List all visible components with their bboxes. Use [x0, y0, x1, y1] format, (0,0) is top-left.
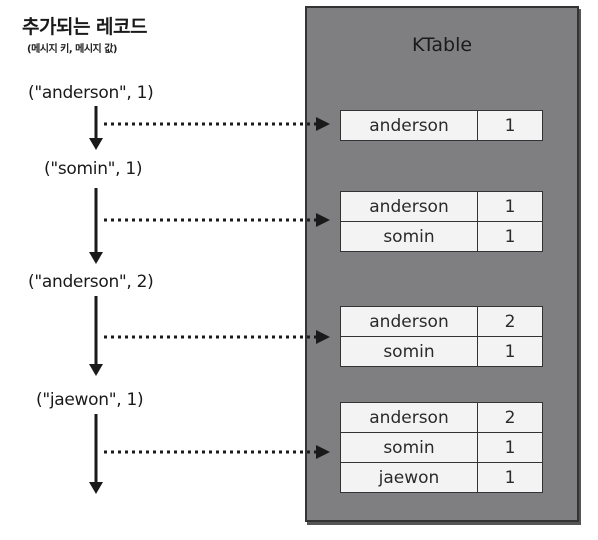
table-row: anderson 1: [340, 191, 543, 222]
table-row: anderson 1: [340, 110, 543, 141]
table-row: anderson 2: [340, 306, 543, 337]
key-cell: anderson: [340, 306, 478, 337]
update-arrowhead: [316, 213, 330, 227]
ktable-snapshot: anderson 2 somin 1 jaewon 1: [340, 402, 543, 493]
value-cell: 1: [477, 221, 543, 252]
record-label: ("somin", 1): [44, 159, 143, 179]
timeline-arrowhead: [89, 138, 103, 150]
timeline-arrowhead: [89, 252, 103, 264]
ktable-snapshot: anderson 1: [340, 110, 543, 141]
key-cell: anderson: [340, 402, 478, 433]
key-cell: anderson: [340, 191, 478, 222]
table-row: somin 1: [340, 432, 543, 463]
table-row: anderson 2: [340, 402, 543, 433]
record-label: ("anderson", 2): [28, 272, 154, 292]
key-cell: jaewon: [340, 462, 478, 493]
table-row: somin 1: [340, 336, 543, 367]
value-cell: 1: [477, 191, 543, 222]
update-arrowhead: [316, 117, 330, 131]
page-title: 추가되는 레코드: [22, 16, 147, 38]
record-label: ("jaewon", 1): [36, 390, 144, 410]
key-cell: somin: [340, 432, 478, 463]
update-arrowhead: [316, 330, 330, 344]
value-cell: 2: [477, 306, 543, 337]
key-cell: somin: [340, 221, 478, 252]
table-row: jaewon 1: [340, 462, 543, 493]
key-cell: anderson: [340, 110, 478, 141]
key-cell: somin: [340, 336, 478, 367]
update-arrowhead: [316, 445, 330, 459]
ktable-label: KTable: [411, 34, 473, 56]
value-cell: 1: [477, 432, 543, 463]
table-row: somin 1: [340, 221, 543, 252]
ktable-snapshot: anderson 1 somin 1: [340, 191, 543, 252]
page-subtitle: (메시지 키, 메시지 값): [27, 44, 117, 55]
timeline-arrowhead: [89, 364, 103, 376]
value-cell: 1: [477, 336, 543, 367]
value-cell: 1: [477, 110, 543, 141]
value-cell: 2: [477, 402, 543, 433]
timeline-arrowhead: [89, 482, 103, 494]
ktable-snapshot: anderson 2 somin 1: [340, 306, 543, 367]
record-label: ("anderson", 1): [28, 83, 154, 103]
value-cell: 1: [477, 462, 543, 493]
